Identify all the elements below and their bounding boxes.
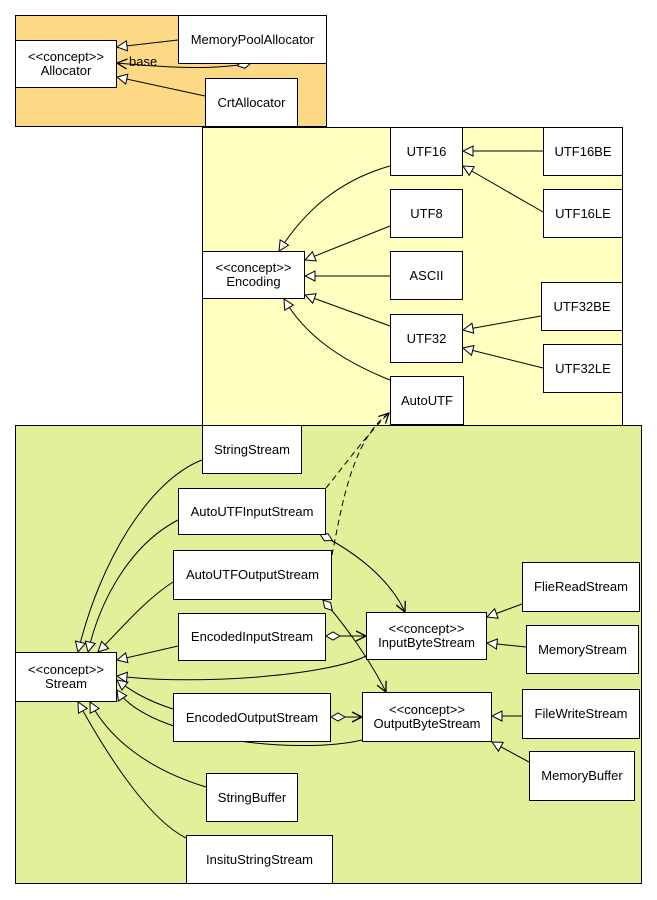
memory-stream-name: MemoryStream [538,641,627,657]
memory-pool-allocator-node[interactable]: MemoryPoolAllocator [178,15,327,64]
encoded-input-stream-name: EncodedInputStream [190,629,314,644]
allocator-concept-node[interactable]: <<concept>> Allocator [15,40,117,88]
utf32be-node[interactable]: UTF32BE [541,282,623,331]
utf16-name: UTF16 [406,143,447,159]
output-byte-stream-concept-node[interactable]: <<concept>> OutputByteStream [362,692,492,742]
ascii-node[interactable]: ASCII [390,251,463,300]
utf32le-node[interactable]: UTF32LE [543,344,623,393]
autoutf-output-stream-name: AutoUTFOutputStream [186,567,319,582]
encoded-output-stream-name: EncodedOutputStream [185,709,319,725]
utf32-name: UTF32 [406,330,447,346]
output-byte-stream-name: OutputByteStream [373,716,481,731]
string-buffer-node[interactable]: StringBuffer [206,773,298,822]
utf32-node[interactable]: UTF32 [390,314,463,363]
utf8-node[interactable]: UTF8 [390,189,463,238]
memory-pool-allocator-name: MemoryPoolAllocator [190,31,315,47]
encoded-output-stream-node[interactable]: EncodedOutputStream [173,693,331,742]
ascii-name: ASCII [409,267,444,283]
utf32le-name: UTF32LE [555,360,611,376]
autoutf-name: AutoUTF [400,392,453,408]
insitu-string-stream-name: InsituStringStream [206,851,313,867]
output-byte-stream-stereotype: <<concept>> [389,702,465,717]
insitu-string-stream-node[interactable]: InsituStringStream [186,835,333,884]
string-stream-name: StringStream [214,441,290,457]
input-byte-stream-name: InputByteStream [378,635,475,650]
file-read-stream-name: FlieReadStream [534,579,628,594]
stream-concept-node[interactable]: <<concept>> Stream [15,652,117,702]
crt-allocator-node[interactable]: CrtAllocator [205,78,298,127]
utf16-node[interactable]: UTF16 [390,127,463,176]
utf16le-node[interactable]: UTF16LE [543,189,623,238]
memory-stream-node[interactable]: MemoryStream [526,625,639,674]
utf16le-name: UTF16LE [555,205,611,221]
allocator-name: Allocator [40,63,92,78]
utf8-name: UTF8 [410,205,443,221]
file-write-stream-node[interactable]: FileWriteStream [522,689,640,739]
memory-buffer-name: MemoryBuffer [541,768,623,783]
file-write-stream-name: FileWriteStream [534,706,628,721]
utf16be-name: UTF16BE [554,143,612,159]
string-buffer-name: StringBuffer [217,789,287,805]
autoutf-node[interactable]: AutoUTF [390,376,464,425]
input-byte-stream-concept-node[interactable]: <<concept>> InputByteStream [366,612,487,660]
encoded-input-stream-node[interactable]: EncodedInputStream [178,613,326,661]
crt-allocator-name: CrtAllocator [217,94,286,110]
encoding-concept-node[interactable]: <<concept>> Encoding [202,251,305,299]
allocator-stereotype: <<concept>> [28,49,104,64]
stream-stereotype: <<concept>> [28,662,104,677]
stream-name: Stream [45,676,87,691]
encoding-name: Encoding [226,274,281,289]
input-byte-stream-stereotype: <<concept>> [388,621,465,636]
utf32be-name: UTF32BE [553,298,611,314]
encoding-stereotype: <<concept>> [215,260,292,275]
autoutf-input-stream-node[interactable]: AutoUTFInputStream [178,488,326,535]
utf16be-node[interactable]: UTF16BE [543,127,623,176]
memory-buffer-node[interactable]: MemoryBuffer [529,751,635,801]
autoutf-input-stream-name: AutoUTFInputStream [190,503,314,519]
edge-label-base: base [129,54,158,69]
file-read-stream-node[interactable]: FlieReadStream [522,562,640,612]
string-stream-node[interactable]: StringStream [202,425,302,474]
autoutf-output-stream-node[interactable]: AutoUTFOutputStream [173,550,332,600]
